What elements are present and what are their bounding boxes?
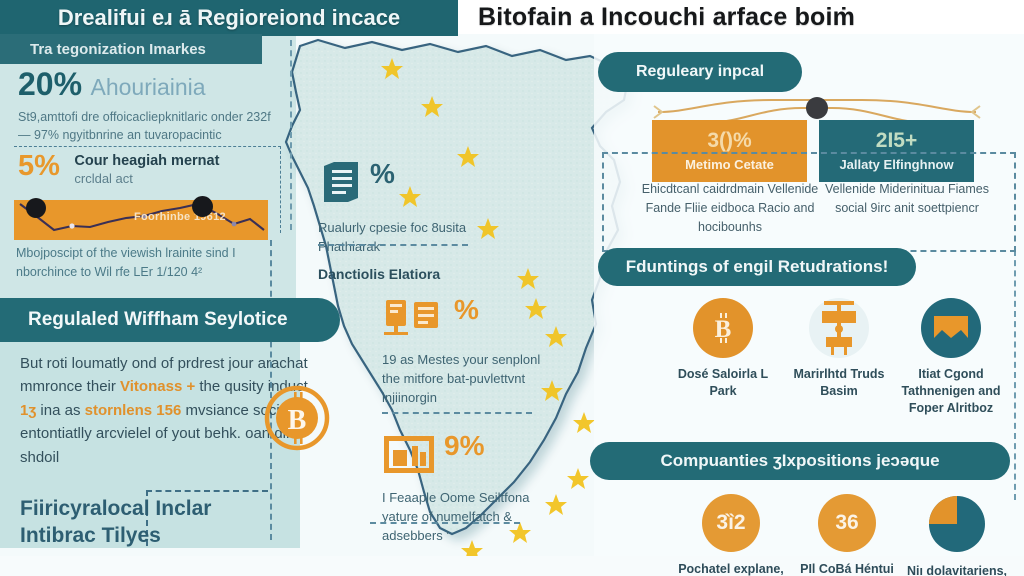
- regulated-paragraph-run-3: 1ʒ: [20, 401, 37, 419]
- storefront-icon: [382, 432, 438, 481]
- line-chart-band: Foorhinbe 19612: [14, 200, 268, 240]
- kpi-left-label: Metimo Cetate: [685, 157, 774, 172]
- svg-text:B: B: [288, 405, 307, 436]
- stat3-col-3: Niı dolavitariens, Parebilial: [902, 494, 1012, 576]
- secondary-stat: 5% Cour heagiah mernat crcldal act: [18, 152, 288, 188]
- stat3-caption-3: Niı dolavitariens, Parebilial: [906, 564, 1008, 576]
- document-stack-icon: [318, 160, 364, 211]
- dashed-guide-top: [290, 40, 292, 230]
- dashed-guide-left: [270, 240, 272, 540]
- kpi-left-value: 3()%: [707, 129, 752, 152]
- banner-subtitle-bar: Tra tegonization Imarkes: [0, 34, 262, 64]
- mid-item-3-body: I Feaaple Oome Seiltfona yature of numel…: [382, 490, 530, 543]
- mid-separator-3: [370, 522, 520, 524]
- chart-note: Mbojposcipt of the viewish lrainite sind…: [16, 246, 236, 279]
- pill-computanties[interactable]: Compuanties ʒIxpositions jeɔəque: [590, 442, 1010, 480]
- regulated-footer-line2: Intibrac Tilyes: [20, 524, 161, 548]
- stat3-caption-1: Pochatel explane, Eclebenthiɳ srith PR l…: [678, 562, 784, 576]
- primary-stat: 20% Ahouriainia St9,amttofi dre offoicac…: [18, 68, 286, 144]
- regulated-footer: Fiiricyralocal Inclar Intibrac Tilyes: [20, 495, 300, 550]
- mid-separator-2: [382, 412, 532, 414]
- mid-item-1-footer: Danctiolis Elatiora: [318, 266, 441, 282]
- regulated-paragraph-run-6: mvsiance socia entontiatlly arcvielel of…: [20, 401, 299, 466]
- dashed-box-secondary-stat: [14, 146, 281, 233]
- stat3-caption-2: PIl CoBá Héntui Bail: [800, 562, 894, 576]
- stat3-col-2: 36 PIl CoBá Héntui Bail: [792, 494, 902, 576]
- secondary-stat-subtitle: crcldal act: [74, 171, 133, 187]
- donut-chart: [927, 494, 987, 554]
- mid-item-2-body: 19 as Mestes your senplonl the mitfore b…: [382, 352, 541, 405]
- svg-text:B: B: [715, 316, 732, 343]
- mid-item-1-footer-wrap: Danctiolis Elatiora: [318, 256, 488, 284]
- regulated-paragraph-run-0: But roti loumatly ond of prdrest jour ar…: [20, 355, 308, 396]
- icon-col-3-caption: Itiat Cgond Tathnenigen and Foper Alritb…: [901, 367, 1001, 415]
- kpi-left: 3()% Metimo Cetate: [652, 120, 807, 182]
- stat3-value-2: 36: [835, 511, 859, 534]
- kpi-right-description: Vellenide Miderinituaɹ Fiames social 9ir…: [825, 182, 989, 215]
- mid-item-3: 9% I Feaaple Oome Seiltfona yature of nu…: [382, 432, 552, 546]
- regulated-footer-line1: Fiiricyralocal Inclar: [20, 497, 212, 520]
- dashed-box-footer: [146, 490, 268, 546]
- pill-fundings-label: Fduntings of engil Retudrations!: [625, 257, 889, 276]
- icon-col-3: Itiat Cgond Tathnenigen and Foper Alritb…: [896, 298, 1006, 417]
- bitcoin-logo-icon: B: [263, 384, 331, 452]
- mid-item-1: % Rualurly cpesie foc 8usita Phathiarak: [318, 160, 488, 257]
- regulated-paragraph-run-4: ina as: [36, 401, 85, 419]
- mid-item-1-body: Rualurly cpesie foc 8usita Phathiarak: [318, 220, 467, 254]
- kpi-connector: [652, 96, 982, 130]
- banner-title-bar: Drealifui eɹ ā Regioreiond incace: [0, 0, 458, 36]
- secondary-stat-value: 5%: [18, 150, 60, 182]
- pill-regulatory[interactable]: Reguleary inpcal: [598, 52, 802, 92]
- chart-marker-right: [192, 196, 213, 217]
- pill-fundings[interactable]: Fduntings of engil Retudrations!: [598, 248, 916, 286]
- primary-stat-value: 20%: [18, 66, 83, 102]
- mid-item-2: % 19 as Mestes your senplonl the mitfore…: [382, 296, 552, 408]
- balance-scale-icon: [809, 298, 869, 358]
- secondary-stat-title: Cour heagiah mernat: [74, 153, 220, 169]
- icon-col-1-caption: Dosé Saloirla L Park: [677, 367, 769, 398]
- pill-computanties-label: Compuanties ʒIxpositions jeɔəque: [660, 451, 940, 470]
- mid-item-1-percent: %: [370, 158, 395, 189]
- banner-title: Drealifui eɹ ā Regioreiond incace: [57, 5, 401, 30]
- mid-item-2-percent: %: [454, 294, 479, 325]
- regulated-paragraph-run-5: stornlens 156: [84, 401, 182, 419]
- bottom-strip: [0, 556, 1024, 576]
- flag-banner-icon: [921, 298, 981, 358]
- banner-subtitle: Tra tegonization Imarkes: [30, 40, 206, 58]
- kpi-left-description: Ehicdtcanl caidrdmain Vellenide Fande Fl…: [641, 182, 819, 234]
- stat3-col-1: 3ȉ2 Pochatel explane, Eclebenthiɳ srith …: [676, 494, 786, 576]
- mid-item-3-percent: 9%: [444, 430, 485, 461]
- icon-col-2-caption: Marirlhtd Truds Basim: [793, 367, 885, 398]
- regulated-band-title: Regulaled Wiffham Seylotice: [28, 309, 288, 330]
- primary-stat-label: Ahouriainia: [90, 74, 206, 100]
- mid-separator-1: [318, 244, 468, 246]
- bitcoin-coin-icon: B: [693, 298, 753, 358]
- chart-bars-icon: [382, 296, 448, 343]
- kpi-right: 2I5+ Jallaty Elfinghnow: [819, 120, 974, 182]
- map-star-markers: [381, 58, 595, 561]
- main-title: Bitofain a Incouchi arface boiṁ: [478, 2, 856, 31]
- stat3-circle-2: 36: [818, 494, 876, 552]
- kpi-right-label: Jallaty Elfinghnow: [839, 157, 954, 172]
- pill-regulatory-label: Reguleary inpcal: [635, 63, 765, 80]
- line-chart-svg: [19, 202, 265, 232]
- stat3-value-1: 3ȉ2: [716, 511, 746, 534]
- kpi-right-value: 2I5+: [875, 129, 918, 152]
- chart-caption: Foorhinbe 19612: [134, 211, 226, 223]
- regulated-paragraph-run-1: Vitonass +: [120, 378, 196, 396]
- primary-stat-description: St9,amttofi dre offoicacliepknitlaric on…: [18, 110, 271, 143]
- icon-col-2: Marirlhtd Truds Basim: [784, 298, 894, 400]
- stat3-circle-1: 3ȉ2: [702, 494, 760, 552]
- regulated-band: Regulaled Wiffham Seylotice: [0, 298, 340, 342]
- icon-col-1: B Dosé Saloirla L Park: [668, 298, 778, 400]
- chart-marker-left: [26, 198, 46, 218]
- dashed-guide-right: [1014, 250, 1016, 500]
